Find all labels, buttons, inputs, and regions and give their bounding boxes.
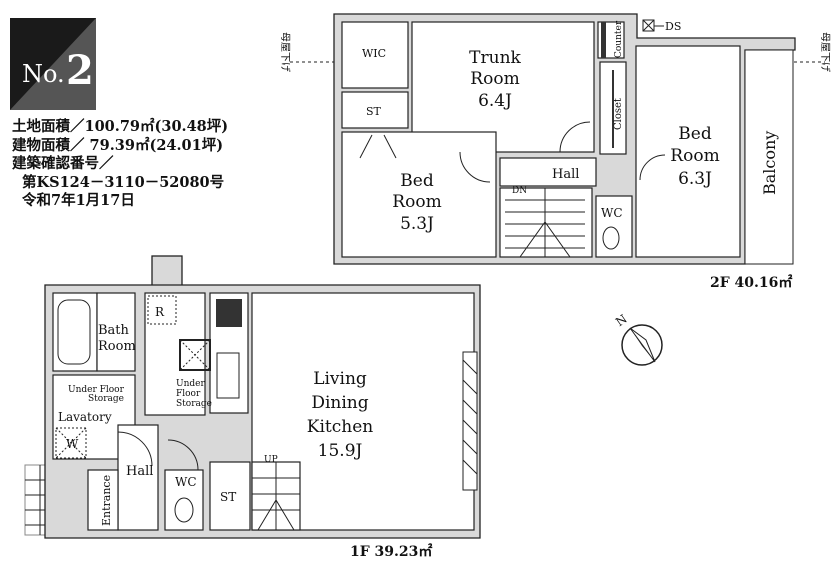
toilet-icon-1f — [174, 497, 194, 523]
label-st-2f: ST — [366, 105, 382, 118]
hall-2f — [499, 157, 597, 187]
hall-1f — [117, 424, 159, 531]
label-ufs-a: Under Floor — [68, 385, 125, 395]
label-lavatory: Lavatory — [58, 410, 112, 424]
kitchen-back — [144, 292, 206, 416]
permit-number: 第KS124－3110－52080号 — [22, 173, 225, 191]
stairs-1f — [252, 462, 300, 531]
label-w: W — [66, 437, 79, 451]
building-area: 建物面積／ 79.39㎡(24.01坪) — [12, 136, 224, 154]
compass: N — [613, 312, 663, 366]
label-ufs-b-2: Floor — [176, 389, 201, 399]
land-area: 土地面積／100.79㎡(30.48坪) — [12, 118, 229, 135]
label-trunk-room: Trunk — [469, 48, 521, 68]
stove-icon — [216, 299, 242, 327]
wic — [341, 21, 409, 89]
trunk-room — [411, 21, 595, 153]
label-ldk-size: 15.9J — [318, 441, 363, 461]
second-floor-plan: DS WIC ST Trunk Room 6.4J Bed Room 5.3J … — [279, 13, 831, 291]
staircase-2f — [499, 187, 593, 258]
label-trunk-size: 6.4J — [478, 91, 512, 111]
label-ldk-2: Dining — [311, 393, 368, 413]
under-floor-hatch-kitchen — [179, 339, 211, 371]
permit-date: 令和7年1月17日 — [22, 192, 135, 209]
label-ldk: Living — [313, 369, 367, 389]
bed-room-6-3 — [635, 45, 741, 258]
sink-icon — [216, 352, 240, 399]
property-info: 土地面積／100.79㎡(30.48坪) 建物面積／ 79.39㎡(24.01坪… — [12, 118, 228, 211]
label-hall-1f: Hall — [126, 464, 153, 479]
stairs-2f — [505, 188, 585, 258]
label-trunk-room-2: Room — [470, 69, 519, 89]
storage-2f — [341, 91, 409, 129]
storage-1f — [209, 461, 251, 531]
washer-space — [55, 427, 87, 459]
label-bed2: Bed — [678, 124, 712, 144]
label-bed1-size: 5.3J — [400, 214, 434, 234]
balcony — [744, 49, 794, 265]
badge-prefix: No. — [22, 60, 65, 88]
label-wic: WIC — [362, 47, 386, 60]
door-swing-bed1 — [459, 151, 491, 183]
toilet-icon-2f — [602, 226, 620, 250]
bathtub-icon — [57, 299, 91, 365]
label-wc-1f: WC — [175, 475, 197, 489]
closet-doors — [359, 134, 397, 159]
wc-1f — [164, 469, 204, 531]
first-floor-plan: R W Bath Room Under Floor Storage Lavato… — [24, 255, 481, 560]
eave-note-left: 母屋下げ — [279, 32, 291, 72]
counter-hatch — [601, 22, 606, 58]
plan-number-badge: No. 2 — [10, 18, 96, 110]
eave-note-right: 母屋下げ — [819, 32, 831, 72]
label-closet: Closet — [613, 98, 624, 130]
label-counter: Counter — [614, 20, 624, 58]
window-hatched — [462, 351, 478, 491]
permit-label: 建築確認番号／ — [12, 155, 114, 172]
label-bed2-2: Room — [670, 146, 719, 166]
entrance — [87, 469, 119, 531]
label-bed2-size: 6.3J — [678, 169, 712, 189]
label-entrance: Entrance — [100, 475, 113, 526]
label-bed1-2: Room — [392, 192, 441, 212]
refrigerator-space — [147, 295, 177, 325]
label-hall-2f: Hall — [552, 167, 579, 182]
label-ufs-a-2: Storage — [88, 394, 124, 404]
label-up: UP — [264, 455, 278, 465]
label-st-1f: ST — [220, 490, 236, 504]
label-bath: Bath — [98, 323, 130, 338]
label-dn: DN — [512, 186, 527, 196]
badge-number: 2 — [66, 47, 94, 94]
label-ldk-3: Kitchen — [307, 417, 373, 437]
door-swing-trunk — [559, 121, 591, 153]
window-bay — [151, 255, 183, 287]
compass-north-label: N — [613, 312, 630, 329]
label-ds: DS — [665, 20, 681, 33]
floor2-area: 2F 40.16㎡ — [710, 274, 792, 291]
door-swing-ldk — [167, 439, 199, 471]
label-wc-2f: WC — [601, 206, 623, 220]
label-bath-2: Room — [98, 339, 136, 354]
label-ufs-b-3: Storage — [176, 399, 212, 409]
label-ufs-b: Under — [176, 379, 205, 389]
living-dining-kitchen — [251, 292, 475, 531]
door-swing-bed2 — [639, 154, 666, 181]
door-swing-hall — [117, 431, 153, 467]
label-bed1: Bed — [400, 171, 434, 191]
floor1-area: 1F 39.23㎡ — [350, 543, 432, 560]
bed-room-5-3 — [341, 131, 497, 258]
bath-room — [96, 292, 136, 372]
wc-2f — [595, 195, 633, 258]
label-r: R — [155, 305, 165, 319]
label-balcony: Balcony — [760, 131, 779, 195]
